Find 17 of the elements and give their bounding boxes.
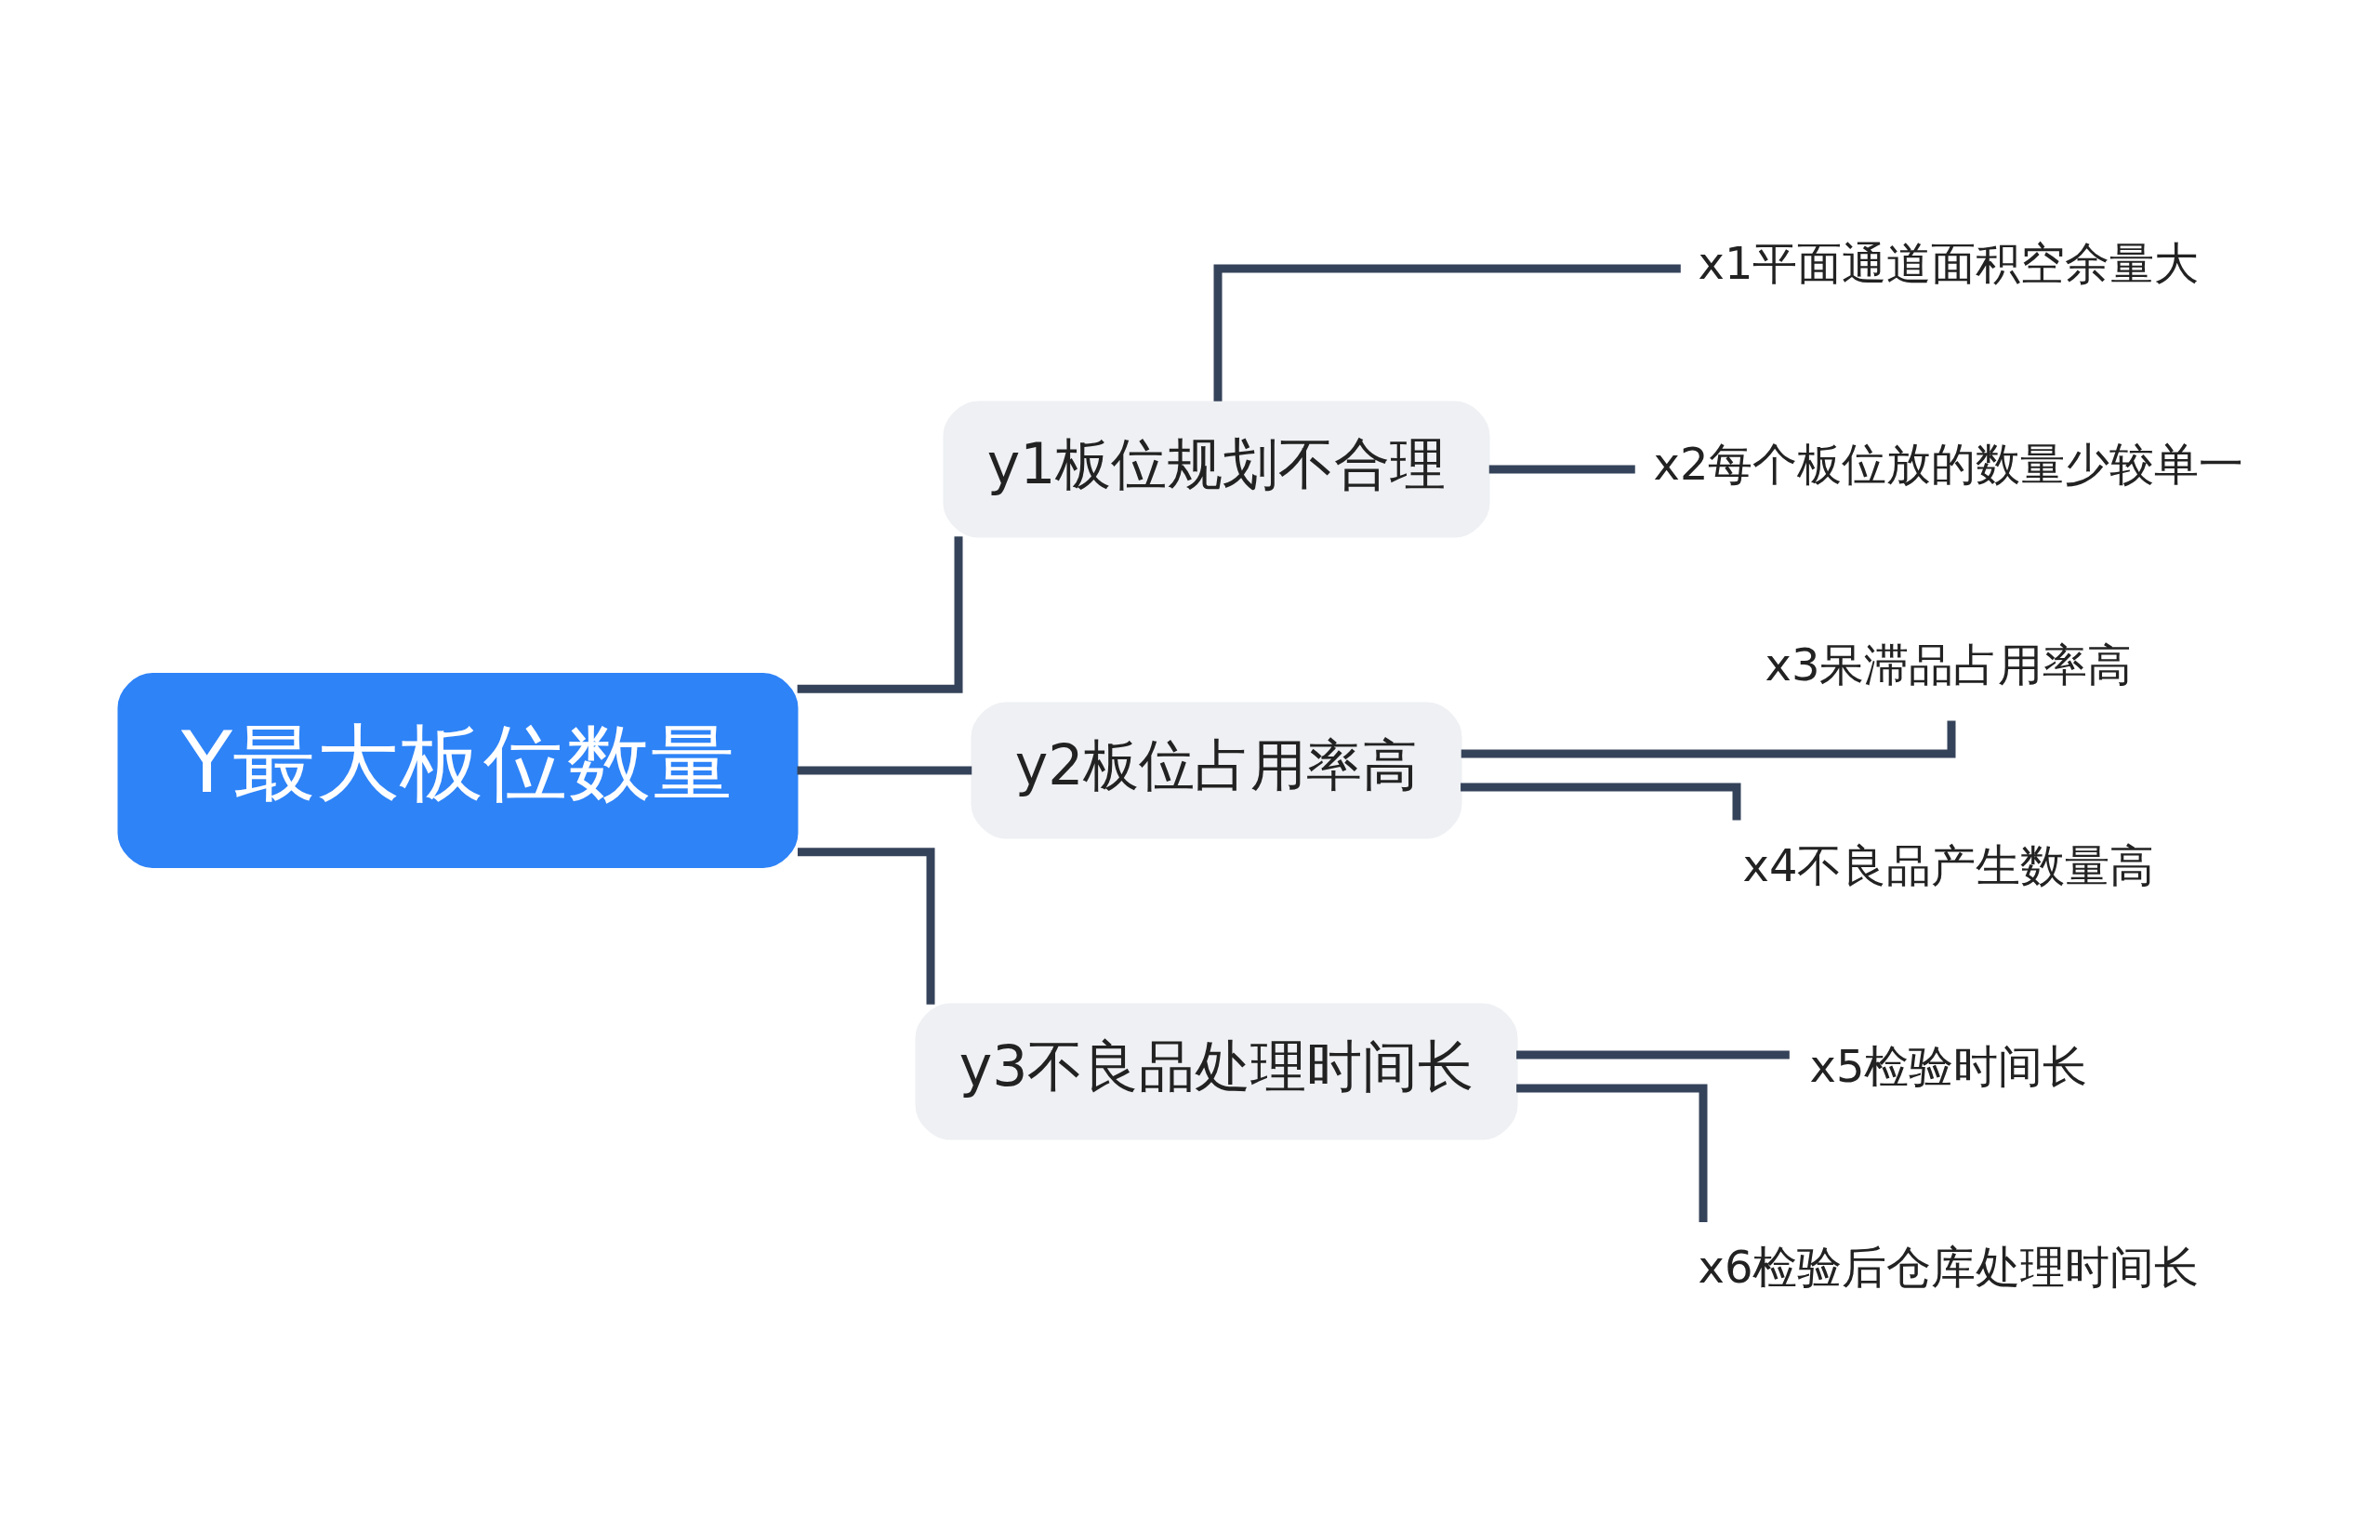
node-text: x2每个板位放的数量少较单一 [1653,437,2244,490]
node-box: Y最大板位数量 [117,672,799,868]
connector [798,847,935,1005]
node-text: x5检验时间长 [1809,1039,2088,1092]
connector [1213,264,1681,401]
connector [797,535,963,693]
connector [1516,1050,1790,1059]
node-text: x1平面通道面积空余量大 [1698,236,2200,289]
node-box: y2板位占用率高 [971,702,1462,838]
connector [797,766,972,774]
node-box: y1板位规划不合理 [943,401,1490,537]
node-text: x4不良品产生数量高 [1742,838,2155,891]
node-text: x3呆滞品占用率高 [1765,638,2133,691]
node-box: y3不良品处理时间长 [915,1003,1518,1139]
connector [1516,1084,1708,1222]
connector [1488,465,1635,473]
node-text: x6检验后仓库处理时间长 [1698,1240,2200,1293]
